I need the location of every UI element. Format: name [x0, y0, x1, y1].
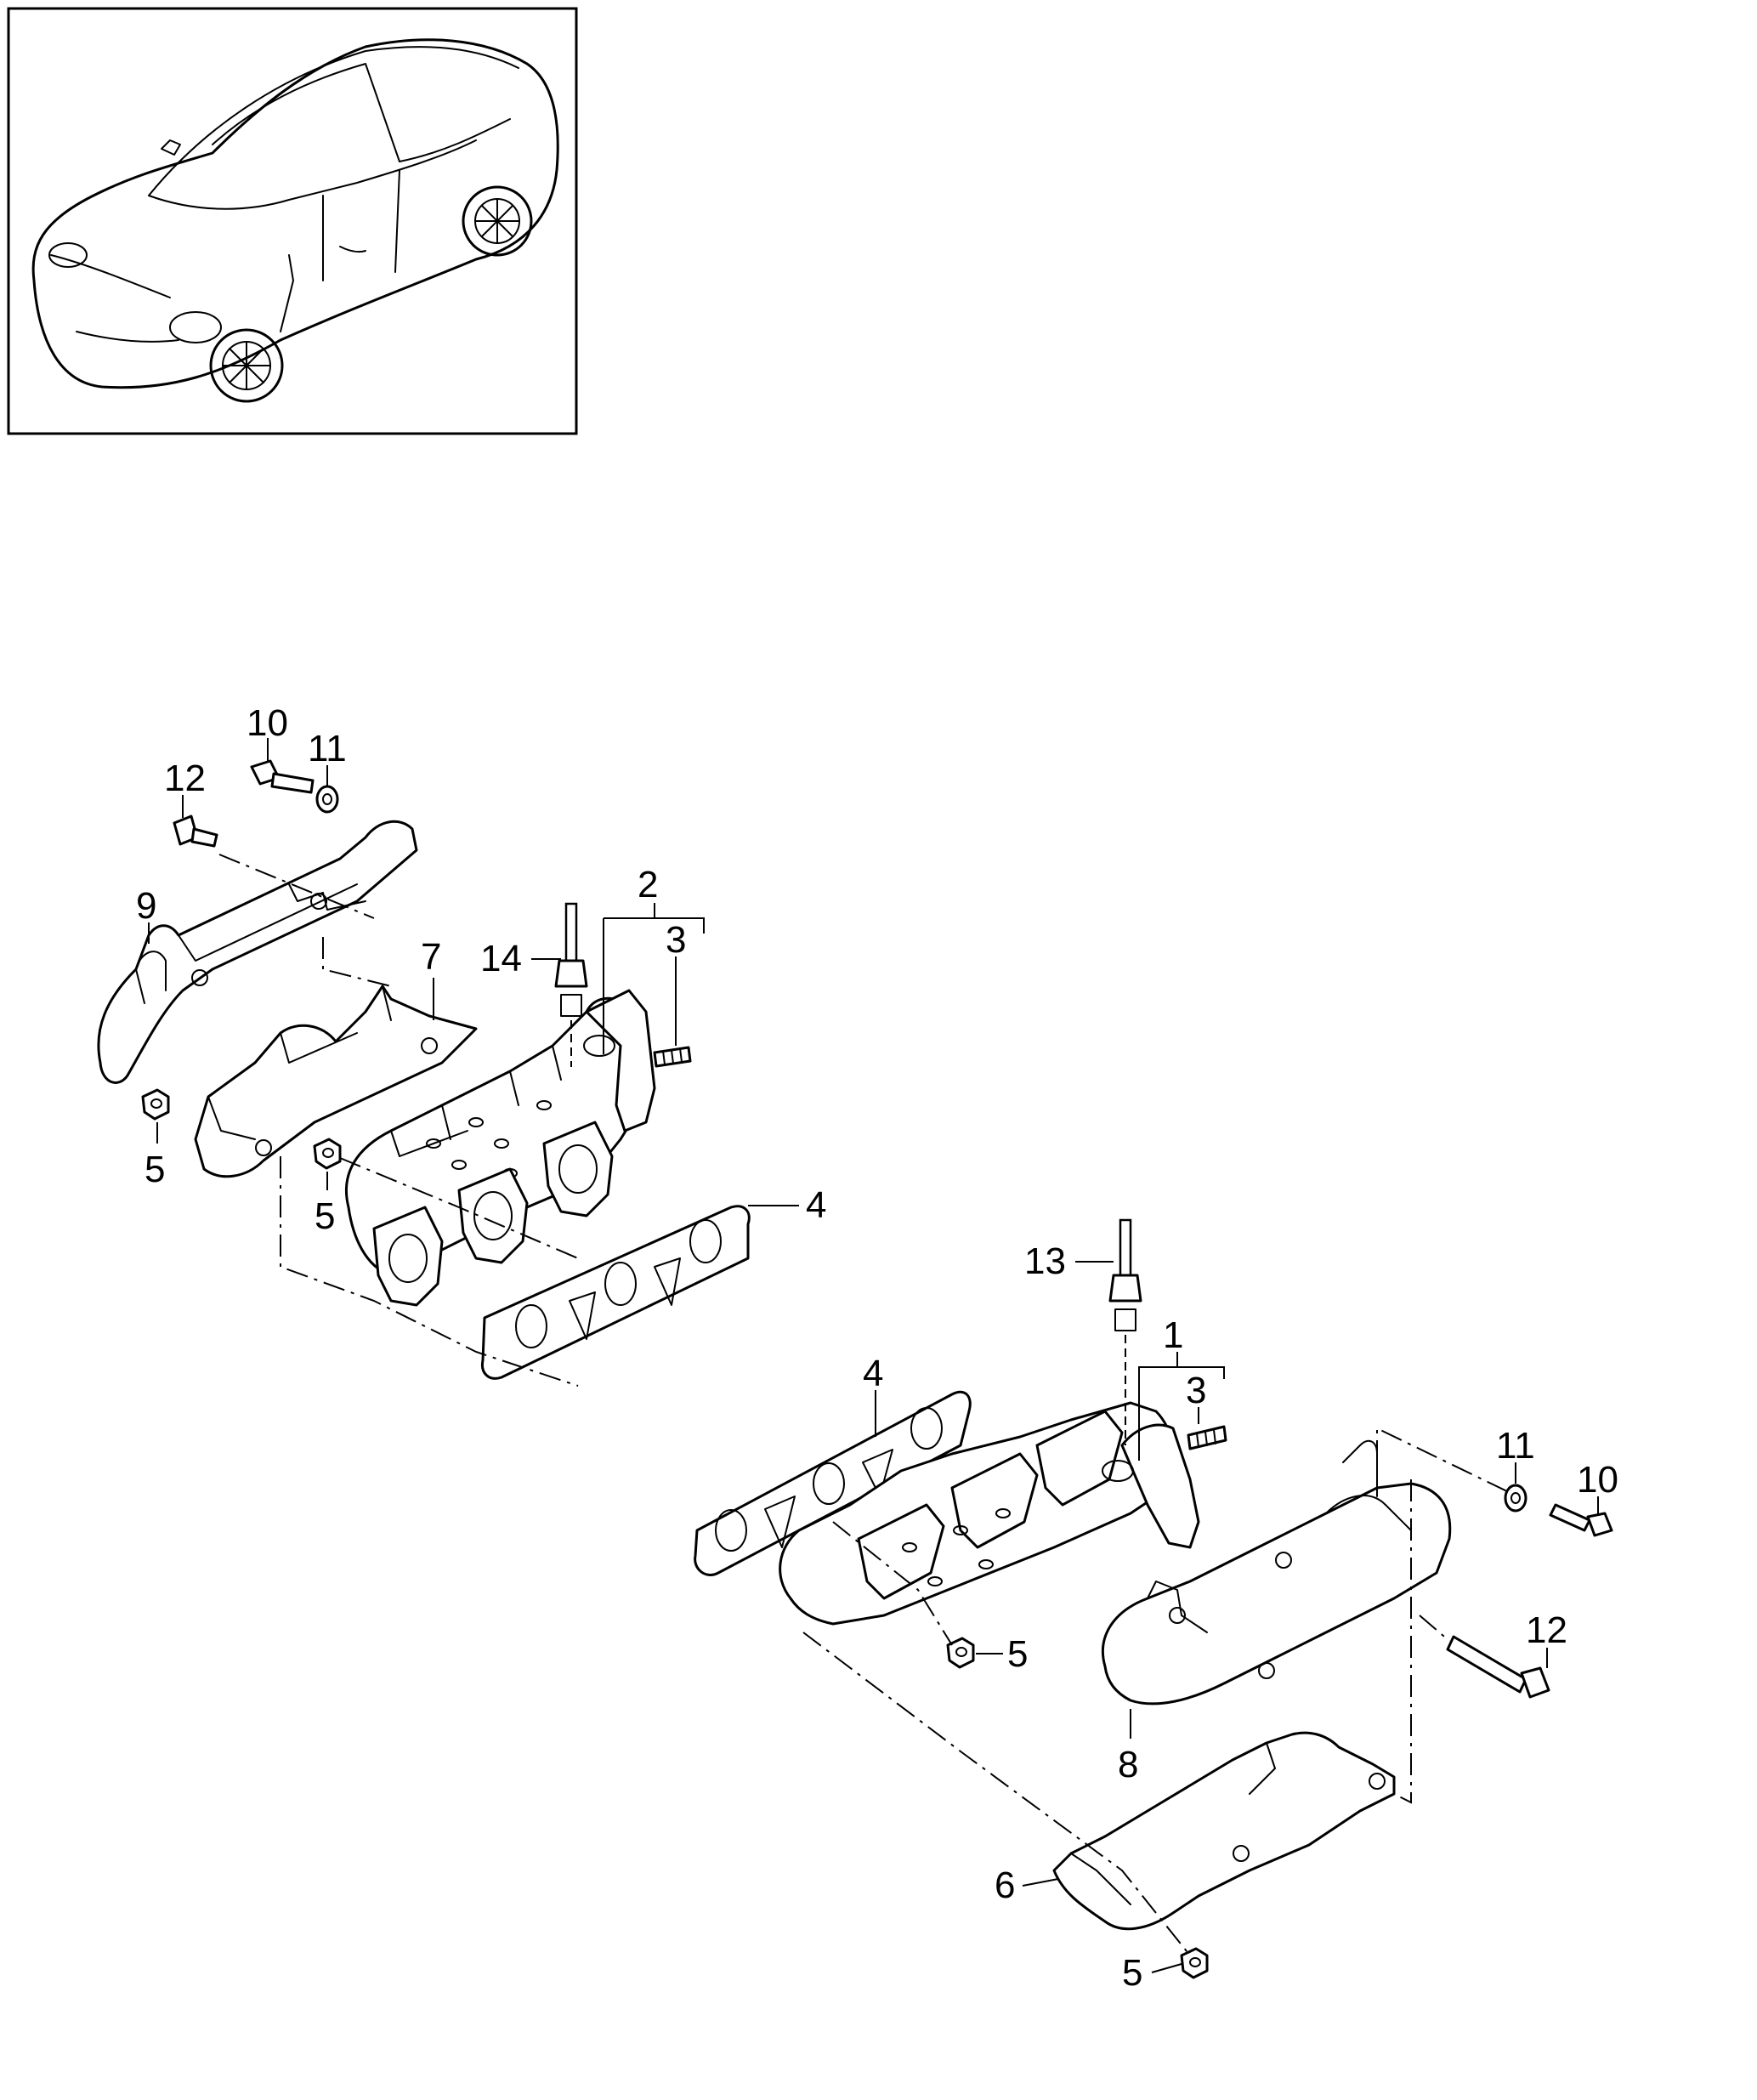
manifold-flange-3	[542, 1121, 614, 1217]
callout-4-right: 4	[863, 1353, 883, 1394]
right-bank-assembly	[694, 1218, 1613, 1979]
callout-1: 1	[1163, 1314, 1183, 1356]
callout-13: 13	[1024, 1240, 1066, 1282]
callout-5-left-a: 5	[145, 1149, 165, 1190]
callout-12-left: 12	[164, 758, 206, 799]
left-nut-5-a	[141, 1088, 170, 1121]
callout-5-right-b: 5	[1122, 1952, 1142, 1994]
right-manifold-outlet-flange	[1120, 1423, 1200, 1549]
callout-10-right: 10	[1577, 1459, 1618, 1501]
left-manifold-gasket-4	[480, 1205, 751, 1380]
right-nut-5-a	[946, 1637, 975, 1669]
callout-2: 2	[638, 864, 658, 905]
callout-9: 9	[136, 885, 156, 927]
right-stud-3	[1187, 1425, 1227, 1450]
callout-7: 7	[421, 936, 441, 978]
right-oxygen-sensor-13	[1108, 1218, 1142, 1445]
callout-11-left: 11	[308, 728, 347, 769]
callout-6: 6	[995, 1864, 1015, 1906]
right-nut-5-b	[1180, 1947, 1209, 1979]
callout-labels: 10 11 12 9 2 14 3 7 5 5 4 13 1 3 4 11 10…	[136, 702, 1618, 1994]
right-heat-shield-8	[1101, 1482, 1452, 1706]
right-flange-1	[857, 1503, 945, 1600]
manifold-flange-1	[372, 1206, 444, 1307]
lower-heat-shield-7	[194, 985, 478, 1178]
callout-12-right: 12	[1526, 1609, 1567, 1651]
callout-5-right-a: 5	[1007, 1633, 1028, 1675]
left-bolt-12	[173, 814, 218, 848]
callout-11-right: 11	[1496, 1425, 1535, 1467]
right-heat-shield-6	[1052, 1731, 1396, 1931]
manifold-flange-2	[457, 1167, 529, 1264]
callout-4-left: 4	[806, 1184, 826, 1226]
callout-10-left: 10	[247, 702, 288, 744]
right-manifold-gasket-4	[694, 1390, 972, 1576]
right-bolt-12	[1446, 1635, 1550, 1699]
right-washer-11	[1504, 1484, 1527, 1513]
right-bolt-10	[1549, 1503, 1613, 1537]
leader-lines	[148, 738, 1599, 1973]
callout-5-left-b: 5	[315, 1195, 335, 1237]
callout-3-right: 3	[1186, 1370, 1206, 1411]
left-stud-3	[653, 1046, 692, 1068]
left-oxygen-sensor-14	[554, 902, 588, 1067]
left-bolt-10	[250, 759, 315, 794]
left-bank-assembly	[97, 759, 751, 1387]
callout-14: 14	[480, 938, 522, 979]
vehicle-overview-thumbnail	[7, 7, 578, 435]
left-washer-11	[315, 785, 339, 814]
upper-heat-shield-9	[97, 820, 418, 1084]
right-flange-2	[950, 1452, 1039, 1549]
car-illustration	[31, 38, 559, 403]
left-nut-5-b	[313, 1138, 342, 1170]
callout-8: 8	[1118, 1744, 1138, 1785]
callout-3-left: 3	[666, 919, 686, 961]
